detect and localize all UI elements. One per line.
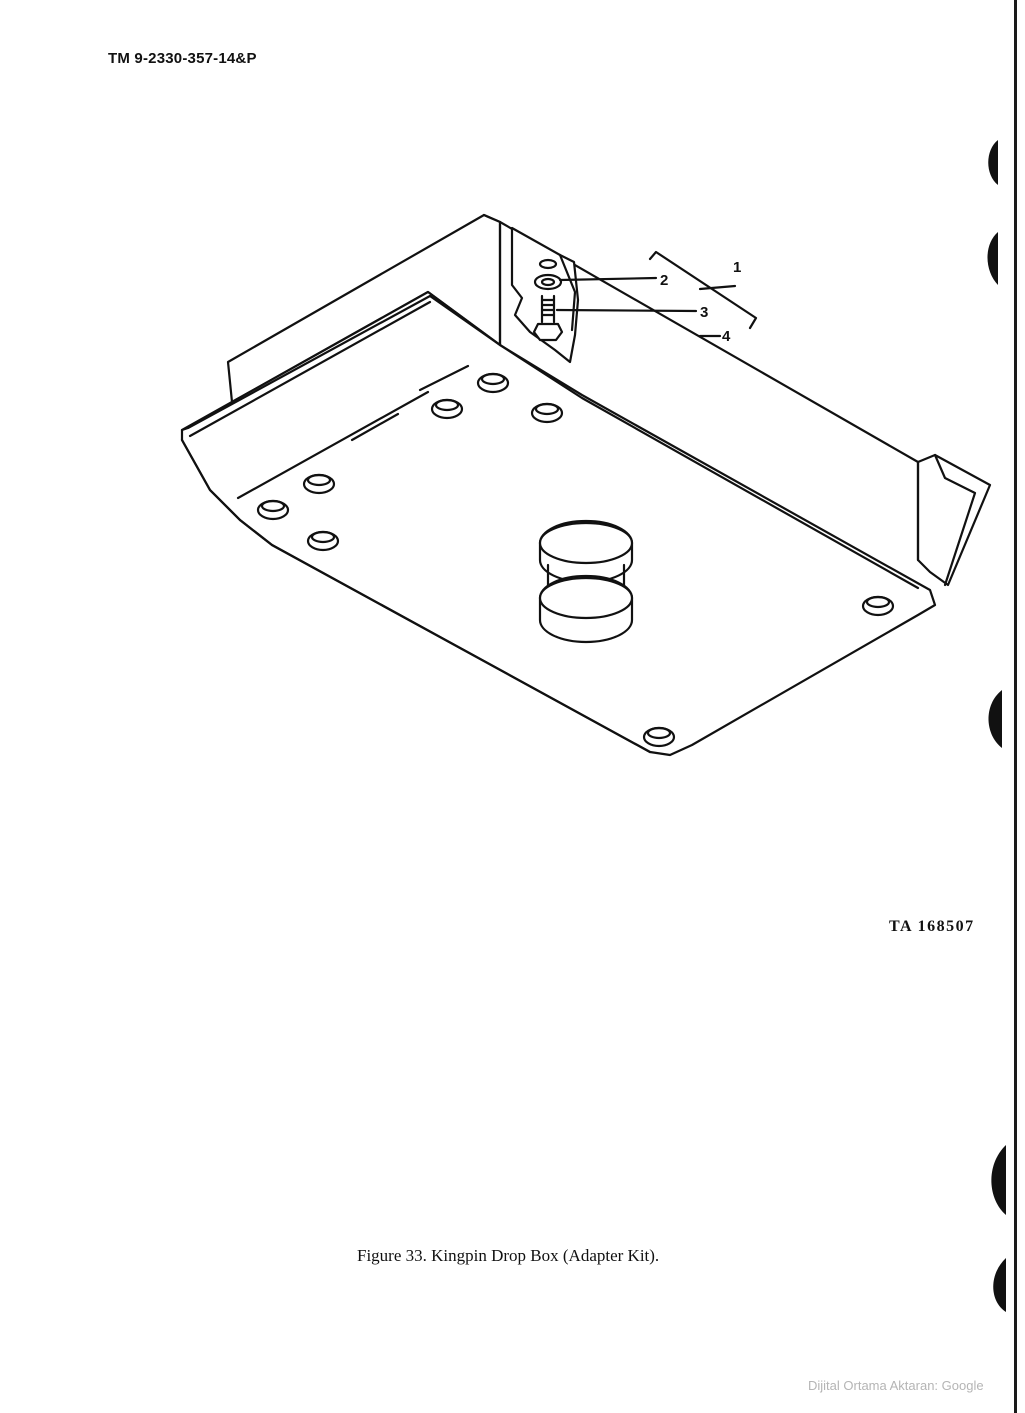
callout-1: 1 xyxy=(733,259,741,276)
document-id: TM 9-2330-357-14&P xyxy=(108,50,257,67)
digitizer-watermark: Dijital Ortama Aktaran: Google xyxy=(808,1378,984,1393)
callout-4: 4 xyxy=(722,328,731,345)
binding-edge xyxy=(1014,0,1017,1413)
figure-caption: Figure 33. Kingpin Drop Box (Adapter Kit… xyxy=(357,1246,660,1265)
callout-3: 3 xyxy=(700,304,708,321)
callout-2: 2 xyxy=(660,272,668,289)
ta-number: TA 168507 xyxy=(889,918,975,935)
